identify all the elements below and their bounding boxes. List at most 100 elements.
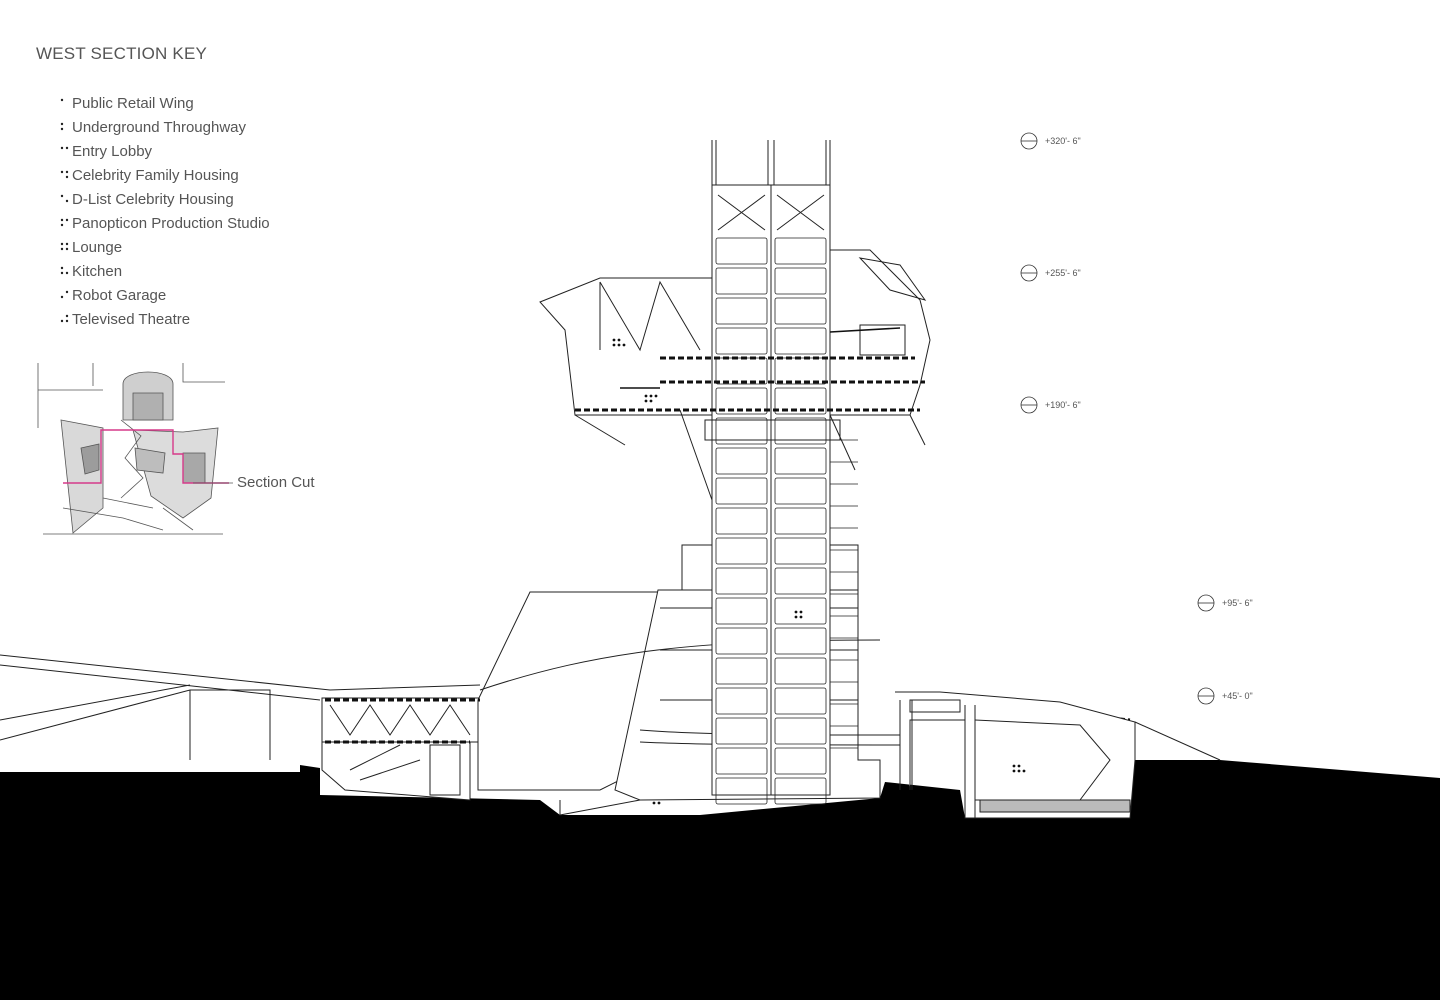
tower-bay	[715, 267, 768, 295]
tower-bay	[774, 777, 827, 805]
key-item-robot-garage: Robot Garage	[60, 284, 270, 308]
braille-dot	[60, 218, 64, 222]
tower-bay	[774, 477, 827, 505]
elevation-label: +255'- 6"	[1045, 268, 1081, 278]
key-item-label: Kitchen	[72, 263, 123, 280]
tower-bay	[774, 537, 827, 565]
tower-bay	[774, 687, 827, 715]
tower-bay	[774, 297, 827, 325]
key-item-panopticon-production-studio: Panopticon Production Studio	[60, 212, 270, 236]
braille-dot	[60, 170, 64, 174]
braille-dot	[65, 271, 69, 275]
braille-dot	[60, 266, 64, 270]
tower-bay	[715, 237, 768, 265]
braille-dot	[65, 199, 69, 203]
braille-dot	[60, 271, 64, 275]
tower-bay	[774, 447, 827, 475]
tower-bay	[715, 687, 768, 715]
tower-bay	[774, 627, 827, 655]
key-item-label: Entry Lobby	[72, 143, 153, 160]
tower-bay	[715, 387, 768, 415]
braille-marker-icon	[60, 217, 72, 231]
braille-dot	[65, 247, 69, 251]
tower-bay	[774, 747, 827, 775]
tower-bay	[715, 627, 768, 655]
braille-dot	[60, 242, 64, 246]
braille-dot	[65, 170, 69, 174]
tower-floor-bays	[715, 237, 858, 805]
tower-bay	[715, 447, 768, 475]
braille-marker-icon	[60, 289, 72, 303]
key-item-televised-theatre: Televised Theatre	[60, 308, 270, 332]
braille-marker-icon	[60, 265, 72, 279]
tower-bay	[715, 297, 768, 325]
tower-bay	[715, 777, 768, 805]
site-plan-inset	[37, 363, 233, 535]
tower-bay	[774, 567, 827, 595]
tower-bay	[774, 327, 827, 355]
braille-dot	[60, 247, 64, 251]
ground-mass	[0, 760, 1440, 1000]
room-markers	[612, 338, 1026, 805]
braille-dot	[65, 218, 69, 222]
braille-dot	[60, 122, 64, 126]
key-item-public-retail-wing: Public Retail Wing	[60, 92, 270, 116]
braille-marker-icon	[60, 121, 72, 135]
tower-bay	[774, 717, 827, 745]
key-item-label: Underground Throughway	[72, 119, 247, 136]
braille-dot	[65, 146, 69, 150]
braille-dot	[60, 98, 64, 102]
braille-dot	[60, 194, 64, 198]
tower-bay	[774, 507, 827, 535]
elevation-label: +95'- 6"	[1222, 598, 1253, 608]
tower-bay	[715, 327, 768, 355]
section-key-list: Public Retail Wing Underground Throughwa…	[60, 92, 270, 332]
tower-bay	[774, 267, 827, 295]
key-item-underground-throughway: Underground Throughway	[60, 116, 270, 140]
key-item-label: Public Retail Wing	[72, 95, 194, 112]
tower-bay	[715, 477, 768, 505]
key-item-entry-lobby: Entry Lobby	[60, 140, 270, 164]
elevation-label: +45'- 0"	[1222, 691, 1253, 701]
tower-bay	[774, 597, 827, 625]
elevation-markers	[1020, 132, 1215, 705]
section-cut-label: Section Cut	[237, 474, 315, 491]
tower-bay	[774, 387, 827, 415]
braille-dot	[60, 223, 64, 227]
braille-marker-icon	[60, 313, 72, 327]
elevation-label: +190'- 6"	[1045, 400, 1081, 410]
key-item-lounge: Lounge	[60, 236, 270, 260]
braille-marker-icon	[60, 97, 72, 111]
braille-marker-icon	[60, 145, 72, 159]
tower-bay	[774, 657, 827, 685]
braille-marker-icon	[60, 193, 72, 207]
braille-dot	[65, 290, 69, 294]
braille-dot	[60, 295, 64, 299]
braille-dot	[65, 319, 69, 323]
braille-dot	[60, 146, 64, 150]
tower-bay	[715, 567, 768, 595]
key-item-label: Televised Theatre	[72, 311, 191, 328]
elevation-label: +320'- 6"	[1045, 136, 1081, 146]
key-item-d-list-celebrity-housing: D-List Celebrity Housing	[60, 188, 270, 212]
braille-dot	[65, 175, 69, 179]
tower-bay	[715, 417, 768, 445]
tower-bay	[715, 747, 768, 775]
braille-marker-icon	[60, 169, 72, 183]
key-item-label: Panopticon Production Studio	[72, 215, 270, 232]
tower-bay	[715, 507, 768, 535]
key-item-label: Lounge	[72, 239, 123, 256]
braille-marker-icon	[60, 241, 72, 255]
tower-bay	[774, 417, 827, 445]
key-item-label: Celebrity Family Housing	[72, 167, 239, 184]
section-key-title: WEST SECTION KEY	[36, 44, 208, 63]
tower-bay	[715, 657, 768, 685]
tower-bay	[715, 717, 768, 745]
braille-dot	[65, 242, 69, 246]
braille-dot	[60, 127, 64, 131]
tower-bay	[715, 597, 768, 625]
tower-bay	[715, 537, 768, 565]
tower-bay	[774, 237, 827, 265]
